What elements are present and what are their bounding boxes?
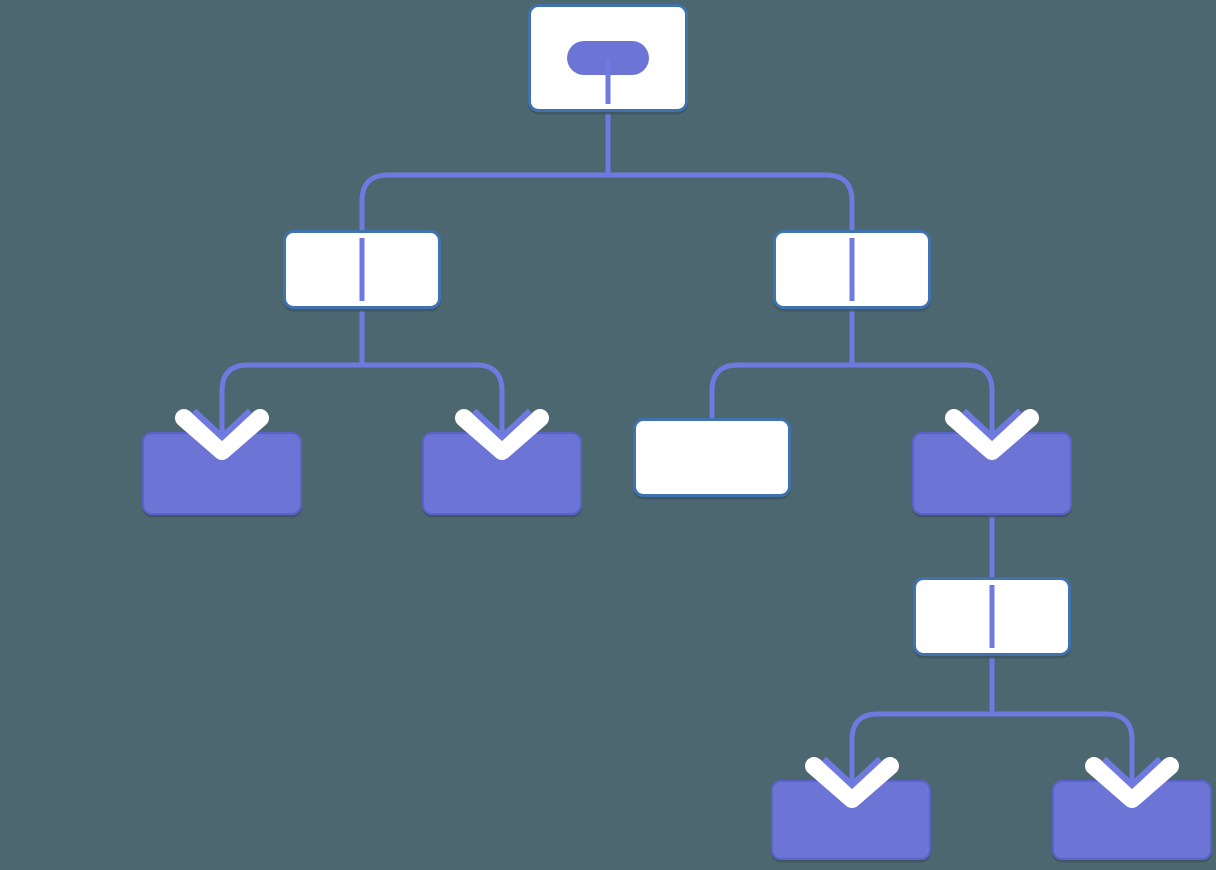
marker-chevron-white-n3 bbox=[175, 409, 269, 460]
nodes-layer bbox=[142, 4, 1212, 860]
edge-n1-to-n4 bbox=[359, 240, 505, 434]
arrow-marker-n3 bbox=[175, 408, 269, 460]
marker-chevron-white-n6 bbox=[945, 409, 1039, 460]
marker-chevron-white-n4 bbox=[455, 409, 549, 460]
arrow-marker-n9 bbox=[1085, 756, 1179, 808]
marker-chevron-white-n9 bbox=[1085, 757, 1179, 808]
arrow-markers-layer bbox=[175, 408, 1179, 808]
arrow-marker-n8 bbox=[805, 756, 899, 808]
edge-n0-to-n2 bbox=[605, 40, 855, 232]
marker-chevron-purple-n6 bbox=[961, 408, 1023, 442]
marker-chevron-purple-n8 bbox=[821, 756, 883, 790]
edge-n2-to-n6 bbox=[849, 240, 995, 434]
node-stems-layer bbox=[359, 58, 995, 648]
marker-chevron-white-n8 bbox=[805, 757, 899, 808]
node-n5[interactable] bbox=[633, 418, 791, 497]
edge-n7-to-n8 bbox=[849, 590, 995, 782]
edge-n2-to-n5 bbox=[709, 240, 855, 420]
edge-n1-to-n3 bbox=[219, 240, 365, 434]
edges-layer bbox=[219, 40, 1135, 782]
marker-chevron-purple-n4 bbox=[471, 408, 533, 442]
edge-n0-to-n1 bbox=[359, 40, 611, 232]
arrow-marker-n6 bbox=[945, 408, 1039, 460]
arrow-marker-n4 bbox=[455, 408, 549, 460]
marker-chevron-purple-n3 bbox=[191, 408, 253, 442]
node-box-n5[interactable] bbox=[633, 418, 791, 497]
marker-chevron-purple-n9 bbox=[1101, 756, 1163, 790]
edge-n7-to-n9 bbox=[989, 590, 1135, 782]
